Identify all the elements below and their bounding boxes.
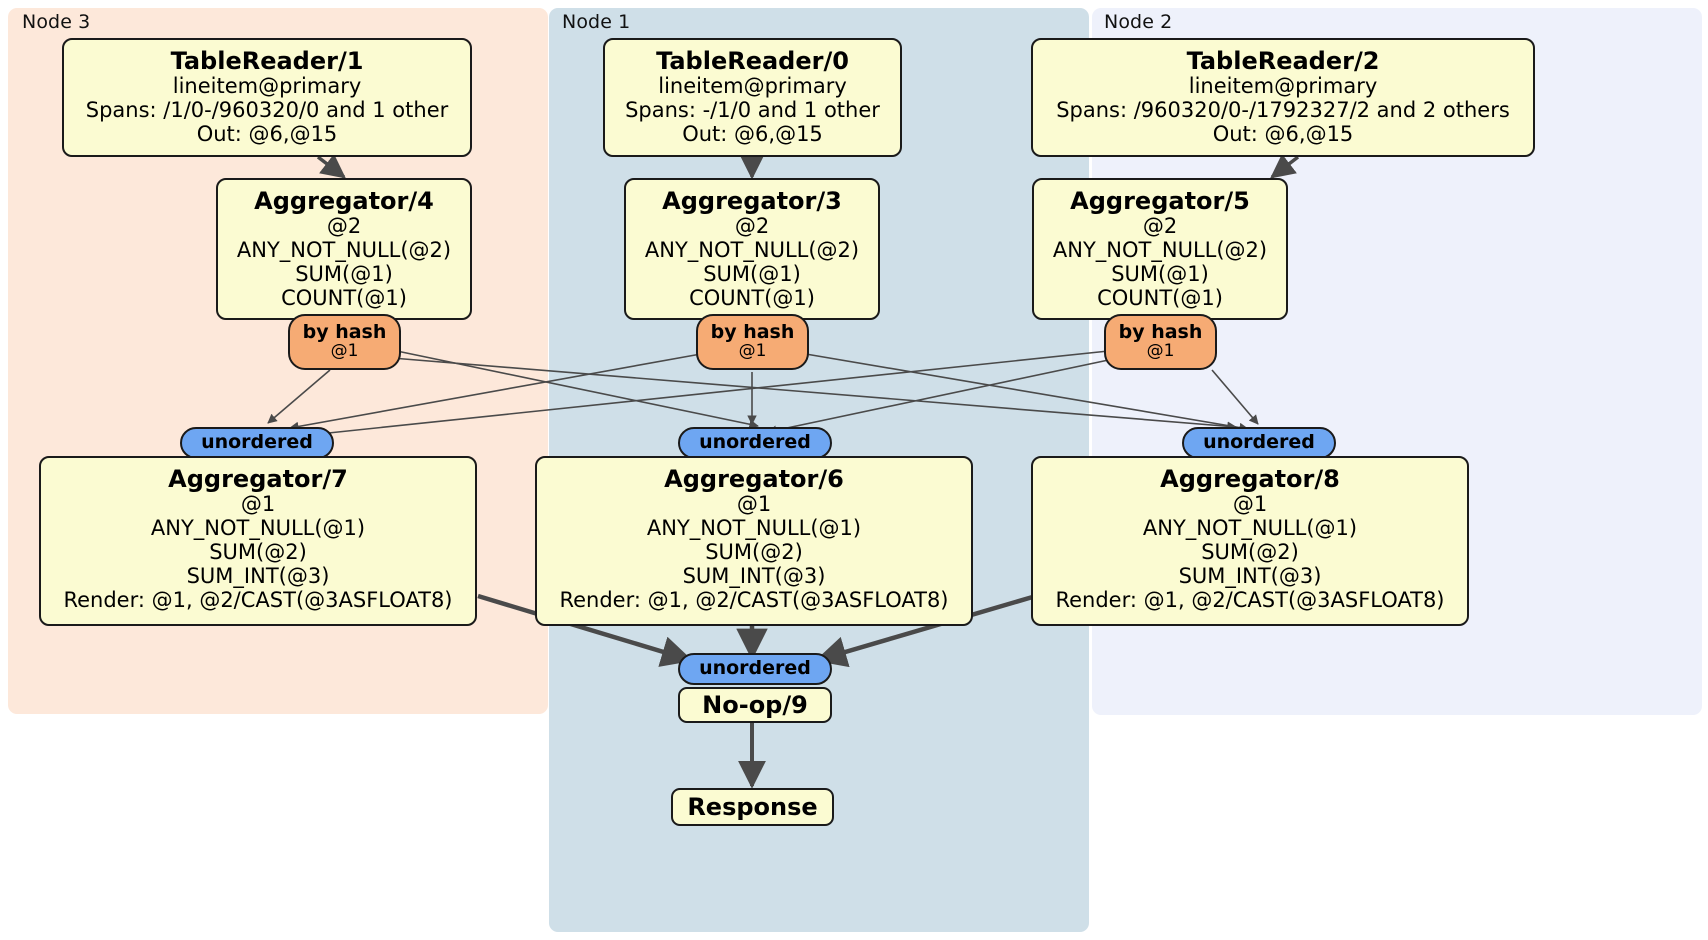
router-unordered-right[interactable]: unordered [1182,427,1336,459]
node-line: SUM(@2) [705,539,803,564]
node-title: Aggregator/7 [168,465,348,493]
node-line: Out: @6,@15 [1212,121,1354,146]
panel-label-node3: Node 3 [22,11,91,33]
node-title: Aggregator/8 [1160,465,1340,493]
processor-aggregator-3[interactable]: Aggregator/3 @2 ANY_NOT_NULL(@2) SUM(@1)… [624,178,880,320]
node-line: ANY_NOT_NULL(@2) [236,237,452,262]
node-line: ANY_NOT_NULL(@1) [646,515,862,540]
panel-label-node1: Node 1 [562,11,631,33]
node-line: SUM(@2) [209,539,307,564]
router-by-hash-left[interactable]: by hash @1 [288,314,401,370]
node-line: Spans: -/1/0 and 1 other [625,97,880,122]
router-subtitle: @1 [1146,341,1175,362]
node-line: COUNT(@1) [1097,285,1223,310]
node-title: Aggregator/3 [662,187,842,215]
node-line: SUM(@1) [295,261,393,286]
node-line: @1 [240,491,276,516]
node-title: Aggregator/6 [664,465,844,493]
node-line: lineitem@primary [658,73,847,98]
node-line: SUM_INT(@3) [682,563,826,588]
node-line: @2 [326,213,362,238]
processor-tablereader-1[interactable]: TableReader/1 lineitem@primary Spans: /1… [62,38,472,157]
node-line: lineitem@primary [1188,73,1378,98]
node-line: ANY_NOT_NULL(@2) [1052,237,1268,262]
router-title: by hash [302,321,387,344]
processor-aggregator-6[interactable]: Aggregator/6 @1 ANY_NOT_NULL(@1) SUM(@2)… [535,456,973,626]
node-line: @1 [736,491,772,516]
router-title: by hash [710,321,795,344]
node-line: @1 [1232,491,1268,516]
node-line: Spans: /1/0-/960320/0 and 1 other [85,97,449,122]
router-subtitle: @1 [738,341,767,362]
router-unordered-final[interactable]: unordered [678,653,832,685]
node-line: SUM(@1) [1111,261,1209,286]
node-line: Spans: /960320/0-/1792327/2 and 2 others [1056,97,1510,122]
node-line: Out: @6,@15 [682,121,823,146]
node-line: SUM(@1) [703,261,801,286]
router-by-hash-right[interactable]: by hash @1 [1104,314,1217,370]
processor-aggregator-7[interactable]: Aggregator/7 @1 ANY_NOT_NULL(@1) SUM(@2)… [39,456,477,626]
router-title: by hash [1118,321,1203,344]
node-line: COUNT(@1) [281,285,407,310]
node-title: TableReader/0 [656,47,849,75]
node-line: ANY_NOT_NULL(@1) [150,515,366,540]
processor-response[interactable]: Response [671,788,834,826]
node-line: ANY_NOT_NULL(@1) [1142,515,1358,540]
node-title: Response [687,793,818,821]
node-line: Out: @6,@15 [196,121,338,146]
node-title: Aggregator/5 [1070,187,1250,215]
node-title: TableReader/2 [1186,47,1380,75]
node-line: lineitem@primary [172,73,362,98]
node-title: TableReader/1 [170,47,364,75]
router-unordered-left[interactable]: unordered [180,427,334,459]
node-line: SUM(@2) [1201,539,1299,564]
router-by-hash-center[interactable]: by hash @1 [696,314,809,370]
processor-aggregator-5[interactable]: Aggregator/5 @2 ANY_NOT_NULL(@2) SUM(@1)… [1032,178,1288,320]
router-unordered-center[interactable]: unordered [678,427,832,459]
router-title: unordered [699,657,811,680]
node-title: No-op/9 [702,691,808,719]
router-title: unordered [1203,431,1315,454]
panel-label-node2: Node 2 [1104,11,1173,33]
node-line: Render: @1, @2/CAST(@3ASFLOAT8) [1055,587,1445,612]
node-line: SUM_INT(@3) [186,563,330,588]
node-line: ANY_NOT_NULL(@2) [644,237,860,262]
processor-noop-9[interactable]: No-op/9 [678,687,832,723]
router-title: unordered [201,431,313,454]
node-line: COUNT(@1) [689,285,815,310]
router-subtitle: @1 [330,341,359,362]
node-line: SUM_INT(@3) [1178,563,1322,588]
processor-aggregator-4[interactable]: Aggregator/4 @2 ANY_NOT_NULL(@2) SUM(@1)… [216,178,472,320]
node-line: Render: @1, @2/CAST(@3ASFLOAT8) [63,587,453,612]
node-line: @2 [734,213,770,238]
processor-tablereader-0[interactable]: TableReader/0 lineitem@primary Spans: -/… [603,38,902,157]
node-title: Aggregator/4 [254,187,434,215]
processor-aggregator-8[interactable]: Aggregator/8 @1 ANY_NOT_NULL(@1) SUM(@2)… [1031,456,1469,626]
node-line: Render: @1, @2/CAST(@3ASFLOAT8) [559,587,949,612]
router-title: unordered [699,431,811,454]
processor-tablereader-2[interactable]: TableReader/2 lineitem@primary Spans: /9… [1031,38,1535,157]
node-line: @2 [1142,213,1178,238]
